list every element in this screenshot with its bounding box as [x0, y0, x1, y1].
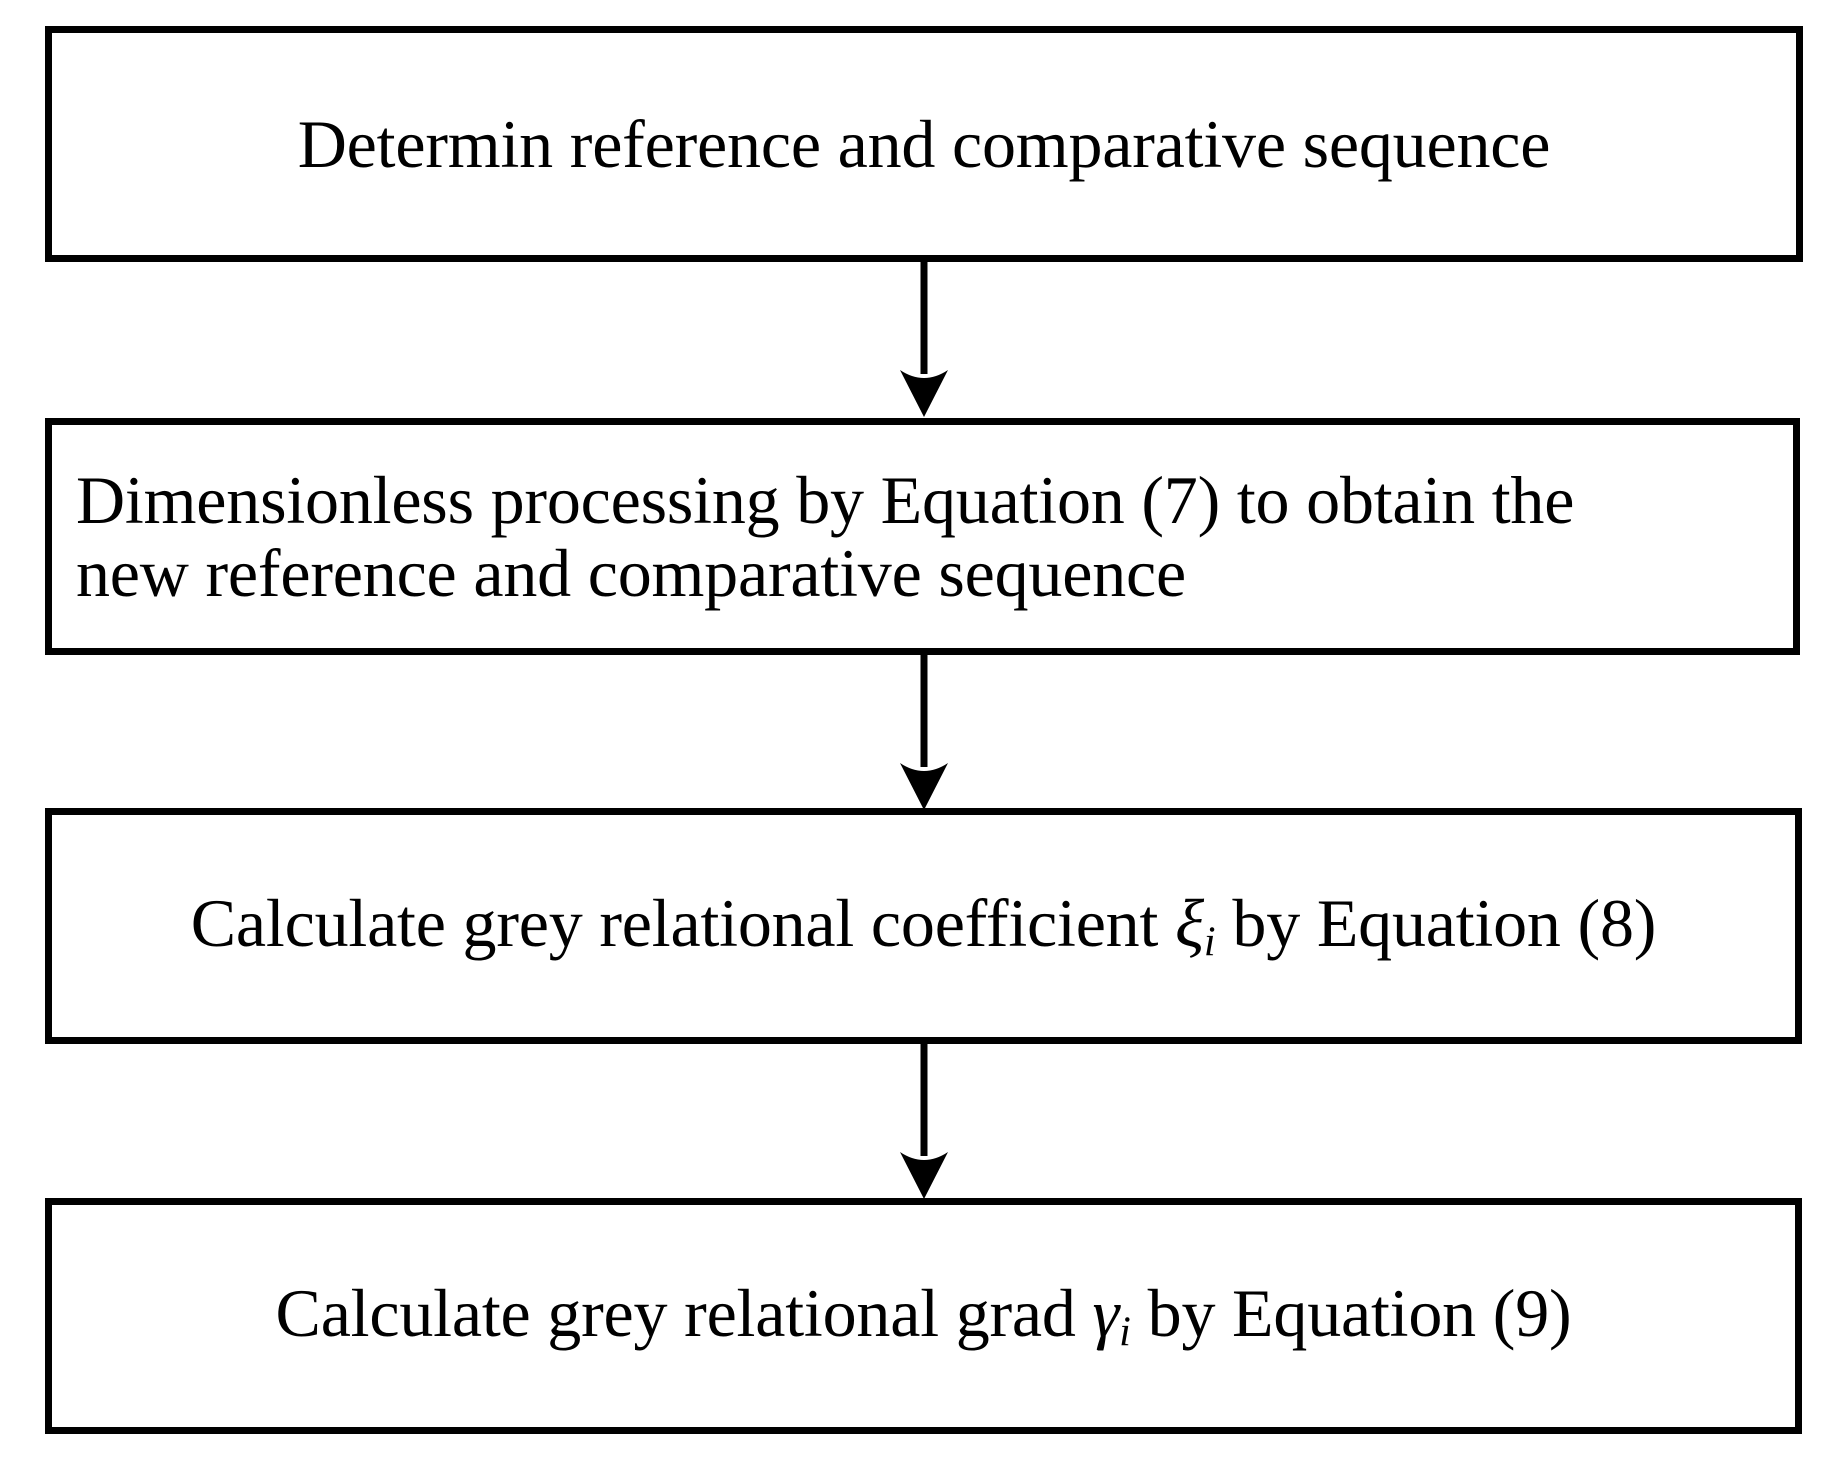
gamma-symbol: γ — [1092, 1275, 1120, 1352]
flow-node-step-2[interactable]: Dimensionless processing by Equation (7)… — [45, 418, 1800, 655]
flow-node-step-4[interactable]: Calculate grey relational grad γi by Equ… — [45, 1198, 1802, 1434]
arrow-step2-to-step3 — [898, 655, 950, 811]
flow-node-step-4-text-before: Calculate grey relational grad — [275, 1275, 1093, 1352]
arrow-step1-to-step2 — [898, 262, 950, 418]
flow-node-step-3-text-before: Calculate grey relational coefficient — [190, 885, 1175, 962]
xi-symbol: ξ — [1174, 885, 1204, 962]
flow-node-step-3-label: Calculate grey relational coefficient ξi… — [181, 887, 1666, 965]
flow-node-step-4-text-after: by Equation (9) — [1130, 1275, 1572, 1352]
flow-node-step-2-line-2: new reference and comparative sequence — [76, 534, 1186, 611]
flow-node-step-2-line-1: Dimensionless processing by Equation (7)… — [76, 462, 1575, 539]
flow-node-step-4-label: Calculate grey relational grad γi by Equ… — [266, 1277, 1582, 1355]
flow-node-step-1[interactable]: Determin reference and comparative seque… — [45, 26, 1803, 262]
xi-subscript-i: i — [1203, 918, 1216, 966]
flow-node-step-3[interactable]: Calculate grey relational coefficient ξi… — [45, 808, 1802, 1044]
flow-node-step-1-label: Determin reference and comparative seque… — [297, 105, 1551, 182]
flow-node-step-2-label: Dimensionless processing by Equation (7)… — [52, 464, 1598, 608]
flow-node-step-3-text-after: by Equation (8) — [1215, 885, 1657, 962]
gamma-subscript-i: i — [1119, 1308, 1131, 1356]
arrow-step3-to-step4 — [898, 1044, 950, 1200]
